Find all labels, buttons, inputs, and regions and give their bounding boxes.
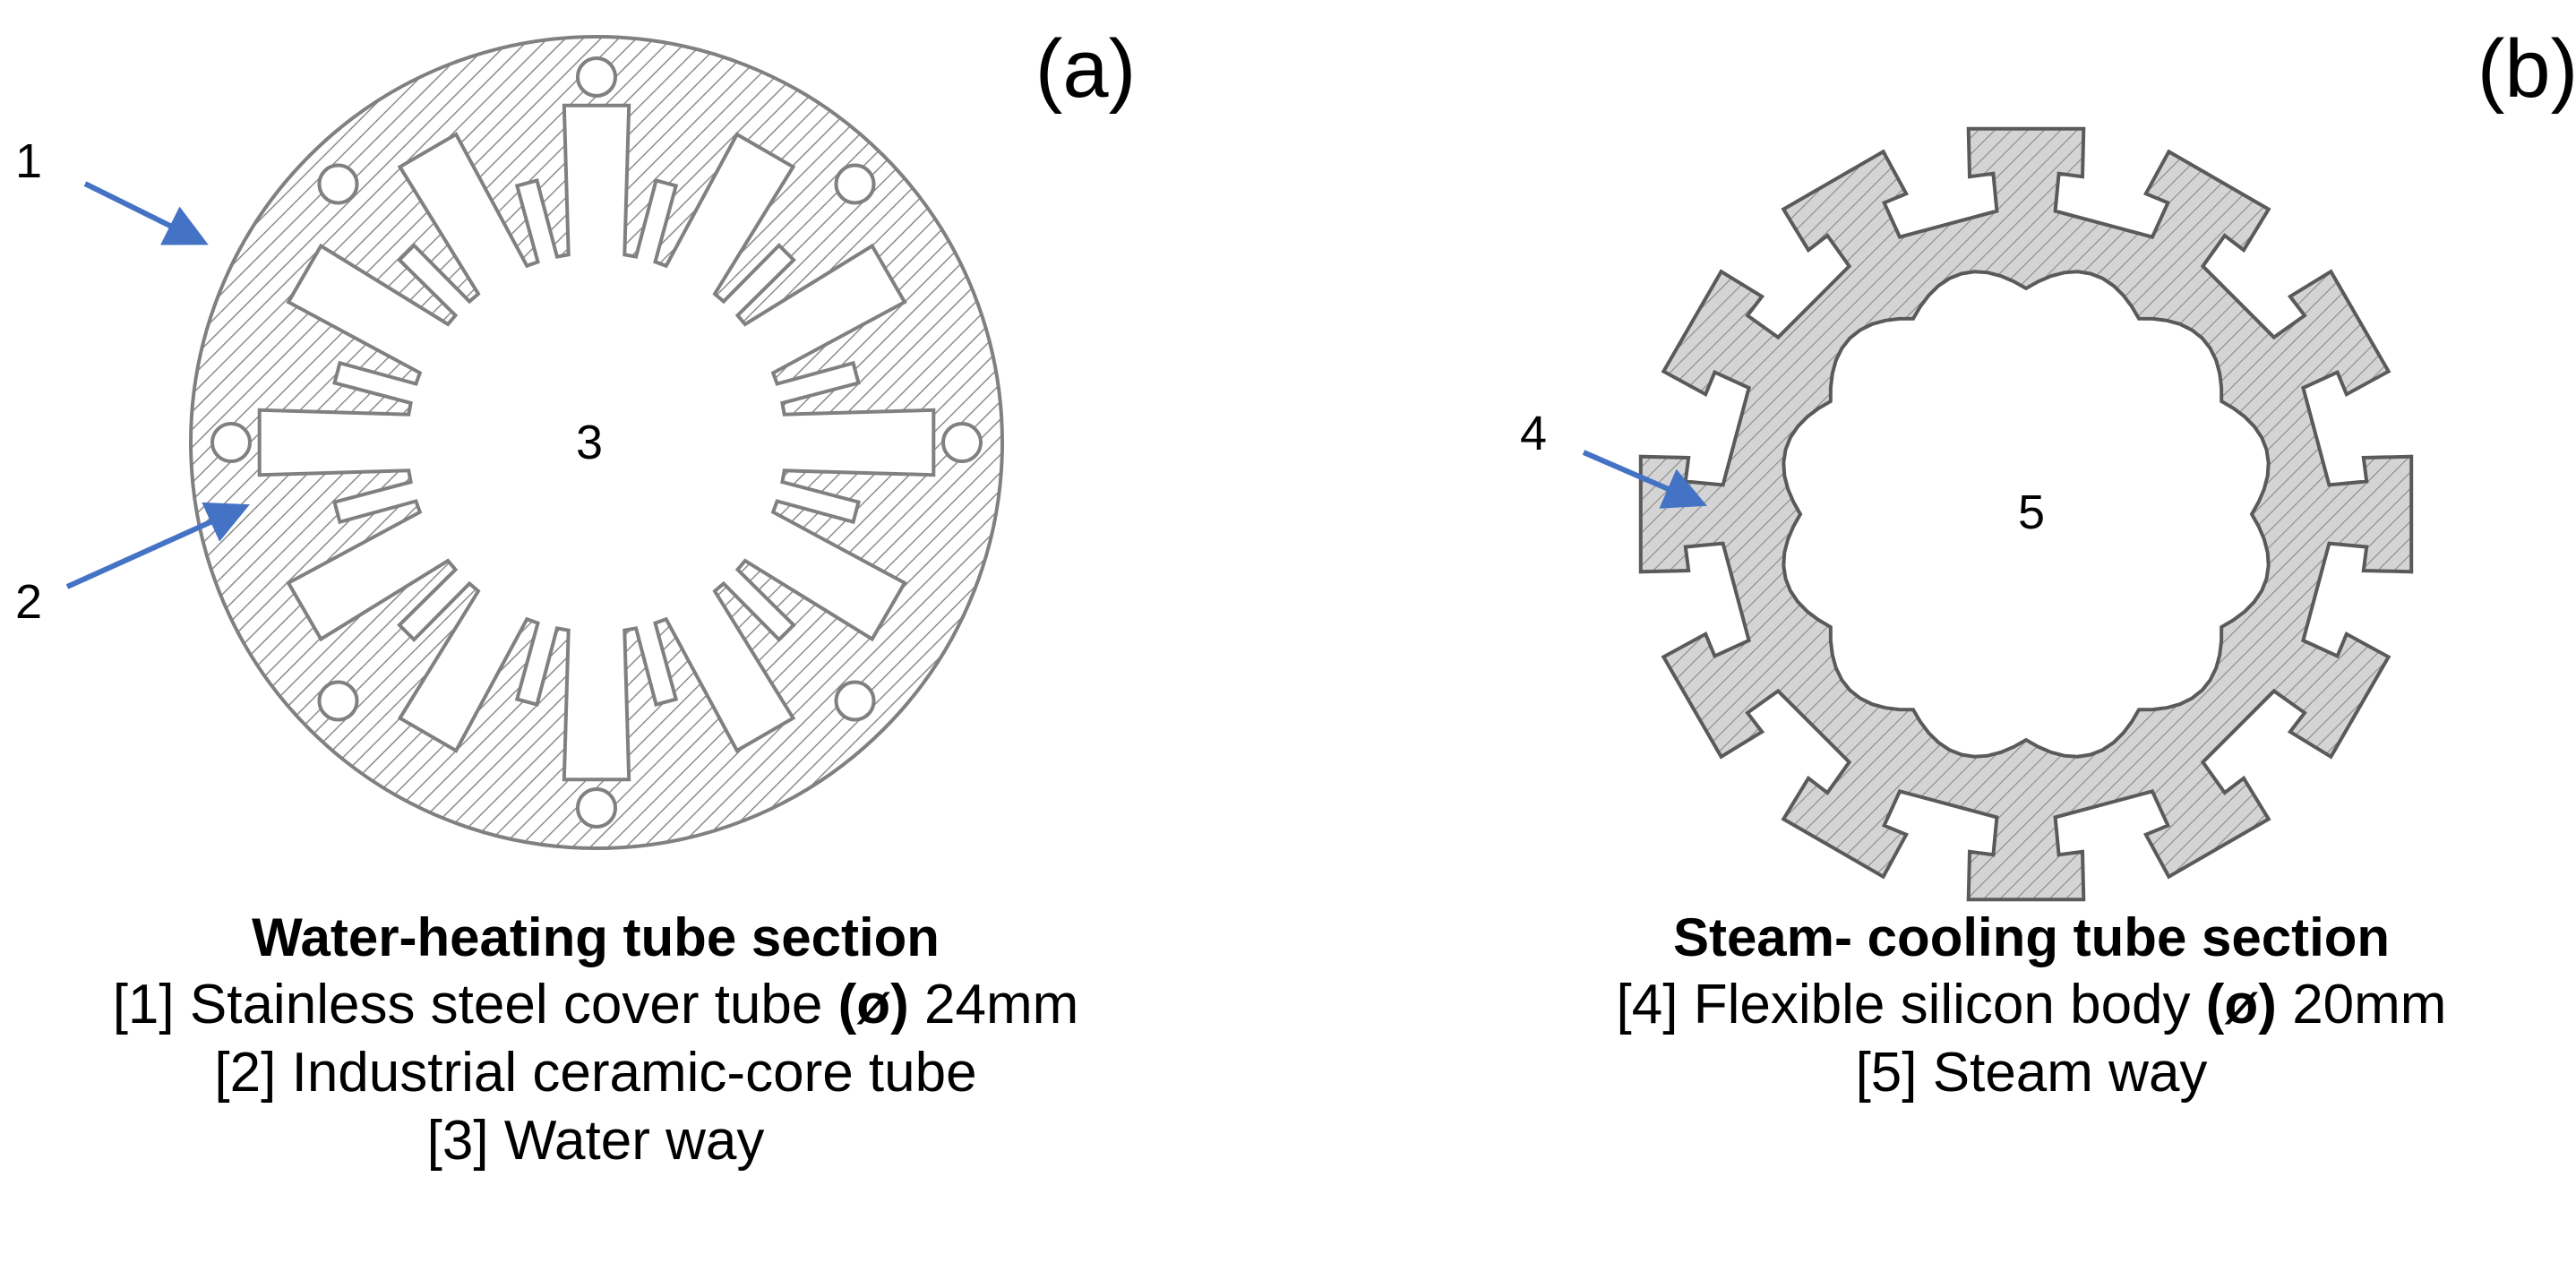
diameter-value: 24mm (924, 974, 1079, 1035)
panel-label-a: (a) (1035, 23, 1136, 115)
callout-label-4: 4 (1520, 407, 1547, 460)
ceramic-hole (317, 163, 359, 205)
callout-label-5: 5 (2018, 485, 2045, 539)
caption-number: [1] (112, 974, 175, 1035)
caption-text: Steam way (1932, 1042, 2208, 1104)
caption-title-b: Steam- cooling tube section (1672, 907, 2391, 967)
ceramic-hole (210, 422, 252, 463)
caption-line-5: [5] Steam way (1505, 1039, 2558, 1107)
caption-number: [4] (1616, 974, 1679, 1035)
caption-b: Steam- cooling tube section [4] Flexible… (1505, 905, 2558, 1107)
caption-line-4: [4] Flexible silicon body (ø) 20mm (1505, 971, 2558, 1039)
steam-cooling-tube-section (1638, 126, 2414, 902)
caption-line-1: [1] Stainless steel cover tube (ø) 24mm (0, 971, 1191, 1039)
diameter-value: 20mm (2292, 974, 2447, 1035)
caption-line-2: [2] Industrial ceramic-core tube (0, 1039, 1191, 1107)
caption-a: Water-heating tube section [1] Stainless… (0, 905, 1191, 1175)
callout-arrow-2 (65, 502, 250, 589)
panel-label-b: (b) (2477, 23, 2576, 115)
ceramic-hole (941, 422, 983, 463)
ceramic-hole (834, 163, 876, 205)
callout-label-2: 2 (15, 575, 42, 629)
ceramic-hole (576, 787, 617, 829)
caption-text: Flexible silicon body (1693, 974, 2191, 1035)
ceramic-hole (317, 680, 359, 722)
ceramic-hole (576, 56, 617, 98)
caption-text: Industrial ceramic-core tube (291, 1042, 977, 1104)
ceramic-core-holes (210, 56, 983, 829)
callout-label-1: 1 (15, 134, 42, 188)
water-heating-tube-section (188, 35, 1005, 850)
caption-title-a: Water-heating tube section (252, 907, 940, 967)
stainless-steel-cover-tube (188, 35, 1005, 850)
ceramic-hole (834, 680, 876, 722)
callout-label-3: 3 (576, 416, 603, 469)
diameter-symbol: (ø) (837, 974, 909, 1035)
caption-number: [2] (214, 1042, 277, 1104)
caption-number: [3] (426, 1110, 489, 1172)
callout-arrow-1 (83, 181, 209, 245)
callout-arrow-4 (1582, 450, 1708, 509)
caption-line-3: [3] Water way (0, 1107, 1191, 1175)
caption-text: Stainless steel cover tube (189, 974, 823, 1035)
caption-text: Water way (503, 1110, 765, 1172)
caption-number: [5] (1855, 1042, 1918, 1104)
flexible-silicon-body (1638, 126, 2414, 902)
diameter-symbol: (ø) (2205, 974, 2277, 1035)
